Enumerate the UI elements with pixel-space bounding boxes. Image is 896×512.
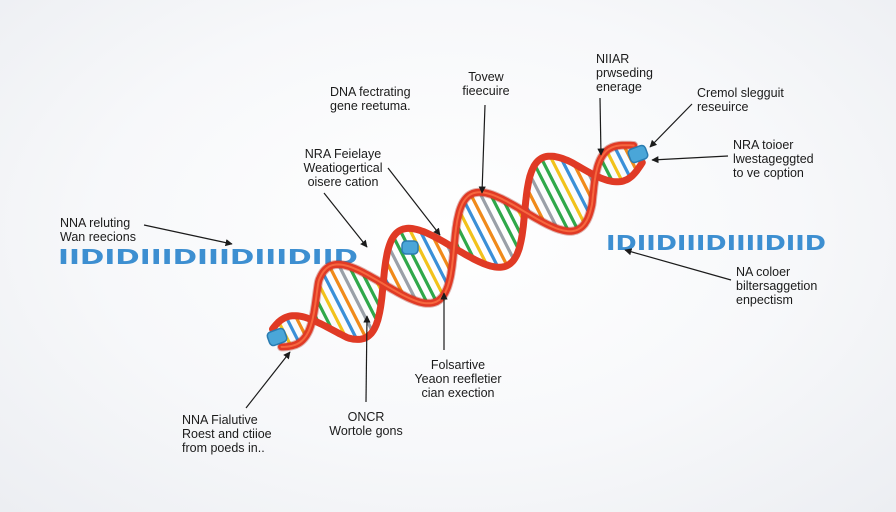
leader-line (323, 192, 368, 248)
base-pair-rung (559, 156, 592, 216)
base-pair-rung (327, 264, 368, 340)
label-line: NNA reluting (60, 216, 131, 230)
nucleotide-cap-icon (627, 144, 649, 164)
label-line: Wan reecions (60, 230, 136, 244)
label-line: DNA fectrating (330, 85, 411, 99)
leader-line (143, 224, 233, 247)
base-pair-rung (612, 144, 632, 180)
label-line: to ve coption (733, 166, 804, 180)
leader-line (478, 104, 486, 194)
label-line: NRA Feielaye (304, 147, 382, 161)
label-folsartive: Folsartive Yeaon reefletier cian exectio… (408, 358, 508, 400)
label-line: lwestageggted (733, 152, 814, 166)
label-line: Roest and ctiioe (182, 427, 272, 441)
label-line: enerage (596, 80, 642, 94)
label-tovew: Tovew fieecuire (450, 70, 522, 98)
base-pair-rung (455, 223, 476, 261)
base-pair-rung (572, 161, 595, 203)
label-na-coloer: NA coloer biltersaggetion enpectism (736, 265, 817, 307)
base-pair-rung (462, 199, 500, 269)
label-cremol: Cremol slegguit reseuirce (697, 86, 784, 114)
label-line: from poeds in.. (182, 441, 265, 455)
right-strand-glyphs: IDIIDIIIDIIIIDIID (606, 231, 826, 255)
base-pair-rung (548, 154, 587, 226)
base-pair-rung (525, 187, 547, 225)
label-line: reseuirce (697, 100, 749, 114)
base-pair-rung (430, 234, 453, 274)
base-pair-rung (488, 192, 521, 252)
leader-line (649, 103, 693, 148)
backbone-strand-a-highlight (280, 144, 635, 348)
left-strand-glyphs: IIDIDIIIDIIIDIIIDIID (58, 245, 358, 269)
leader-line (387, 167, 441, 236)
label-nna-fialutive: NNA Fialutive Roest and ctiioe from poed… (182, 413, 272, 455)
leader-line (597, 97, 605, 156)
label-line: NA coloer (736, 265, 791, 279)
base-pair-rung (407, 226, 445, 298)
base-pair-rung (321, 271, 359, 341)
label-line: NRA toioer (733, 138, 794, 152)
label-line: cian exection (421, 386, 495, 400)
label-line: biltersaggetion (736, 279, 818, 293)
label-line: NNA Fialutive (182, 413, 258, 427)
base-pair-rung (501, 197, 524, 239)
base-pair-rung (347, 264, 379, 324)
base-pair-rung (360, 270, 382, 310)
base-pair-rung (533, 163, 571, 233)
label-line: prwseding (596, 66, 653, 80)
label-line: Weatiogertical (303, 161, 383, 175)
right-dna-strand: IDIIDIIIDIIIIDIID (606, 231, 826, 255)
nucleotide-cap-icon (401, 240, 419, 255)
base-pair-rung (469, 192, 509, 268)
label-line: gene reetuma. (330, 99, 411, 113)
label-line: Yeaon reefletier (414, 372, 502, 386)
label-line: ONCR (347, 410, 385, 424)
label-line: fieecuire (462, 84, 510, 98)
base-pair-rung (605, 149, 624, 183)
base-pair-rung (477, 190, 516, 262)
base-pair-rung (539, 156, 580, 232)
label-line: Folsartive (430, 358, 486, 372)
label-line: Wortole gons (329, 424, 403, 438)
base-pair-rung (391, 235, 429, 305)
label-line: Tovew (468, 70, 504, 84)
base-pair-rung (384, 258, 406, 298)
base-pair-rung (316, 281, 348, 339)
label-line: NIIAR (596, 52, 630, 66)
leader-line (363, 315, 371, 403)
label-line: oisere cation (307, 175, 379, 189)
label-dna-fectrating: DNA fectrating gene reetuma. (330, 85, 411, 113)
label-niiar: NIIAR prwseding enerage (596, 52, 653, 94)
base-pair-rung (528, 173, 560, 231)
base-pair-rung (418, 228, 450, 288)
base-pair-rung (457, 209, 489, 267)
base-pair-rung (284, 315, 301, 345)
label-line: enpectism (736, 293, 793, 307)
label-oncr: ONCR Wortole gons (324, 410, 408, 438)
label-nra-toioer: NRA toioer lwestageggted to ve coption (733, 138, 814, 180)
base-pair-rung (387, 245, 418, 303)
label-line: Cremol slegguit (697, 86, 784, 100)
leader-lines (143, 97, 732, 409)
nucleotide-cap-icon (266, 327, 288, 347)
left-dna-strand: IIDIDIIIDIIIDIIIDIID (58, 245, 358, 269)
label-nna-reluting: NNA reluting Wan reecions (60, 216, 136, 244)
leader-line (245, 351, 291, 409)
leader-line (624, 248, 732, 281)
leader-line (651, 155, 729, 164)
backbone-strand-b (269, 152, 646, 343)
label-nra-feielaye: NRA Feielaye Weatiogertical oisere catio… (296, 147, 390, 189)
